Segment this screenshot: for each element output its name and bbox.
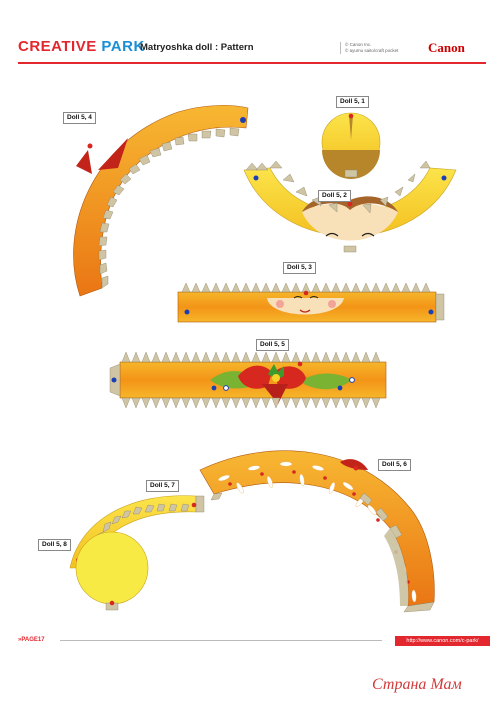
canon-logo: Canon xyxy=(428,40,465,55)
label-doll-5-5: Doll 5, 5 xyxy=(256,339,289,351)
piece-doll-5-5 xyxy=(109,351,387,409)
credit-line-2: © ayumu saito/craft pocket xyxy=(345,48,399,53)
logo-part2: PARK xyxy=(101,38,145,55)
page-number: »PAGE17 xyxy=(18,637,45,643)
label-doll-5-7: Doll 5, 7 xyxy=(146,480,179,492)
label-doll-5-6: Doll 5, 6 xyxy=(378,459,411,471)
logo-part1: CREATIVE xyxy=(18,38,97,55)
piece-doll-5-3 xyxy=(177,282,445,323)
piece-doll-5-4 xyxy=(73,105,249,297)
footer-divider xyxy=(60,640,382,641)
piece-doll-5-8 xyxy=(75,531,149,611)
page-header: CREATIVE PARK Matryoshka doll : Pattern … xyxy=(0,0,500,66)
label-doll-5-8: Doll 5, 8 xyxy=(38,539,71,551)
label-doll-5-2: Doll 5, 2 xyxy=(318,190,351,202)
credits: © Canon Inc. © ayumu saito/craft pocket xyxy=(340,42,398,54)
piece-doll-5-1 xyxy=(321,112,381,179)
page-title: Matryoshka doll : Pattern xyxy=(140,42,254,53)
watermark: Страна Мам xyxy=(372,676,462,693)
footer-url-link[interactable]: http://www.canon.com/c-park/ xyxy=(395,636,490,646)
label-doll-5-1: Doll 5, 1 xyxy=(336,96,369,108)
creative-park-logo: CREATIVE PARK xyxy=(18,38,145,55)
piece-doll-5-6 xyxy=(199,450,435,613)
label-doll-5-4: Doll 5, 4 xyxy=(63,112,96,124)
credit-line-1: © Canon Inc. xyxy=(345,42,372,47)
label-doll-5-3: Doll 5, 3 xyxy=(283,262,316,274)
header-divider xyxy=(18,62,486,64)
